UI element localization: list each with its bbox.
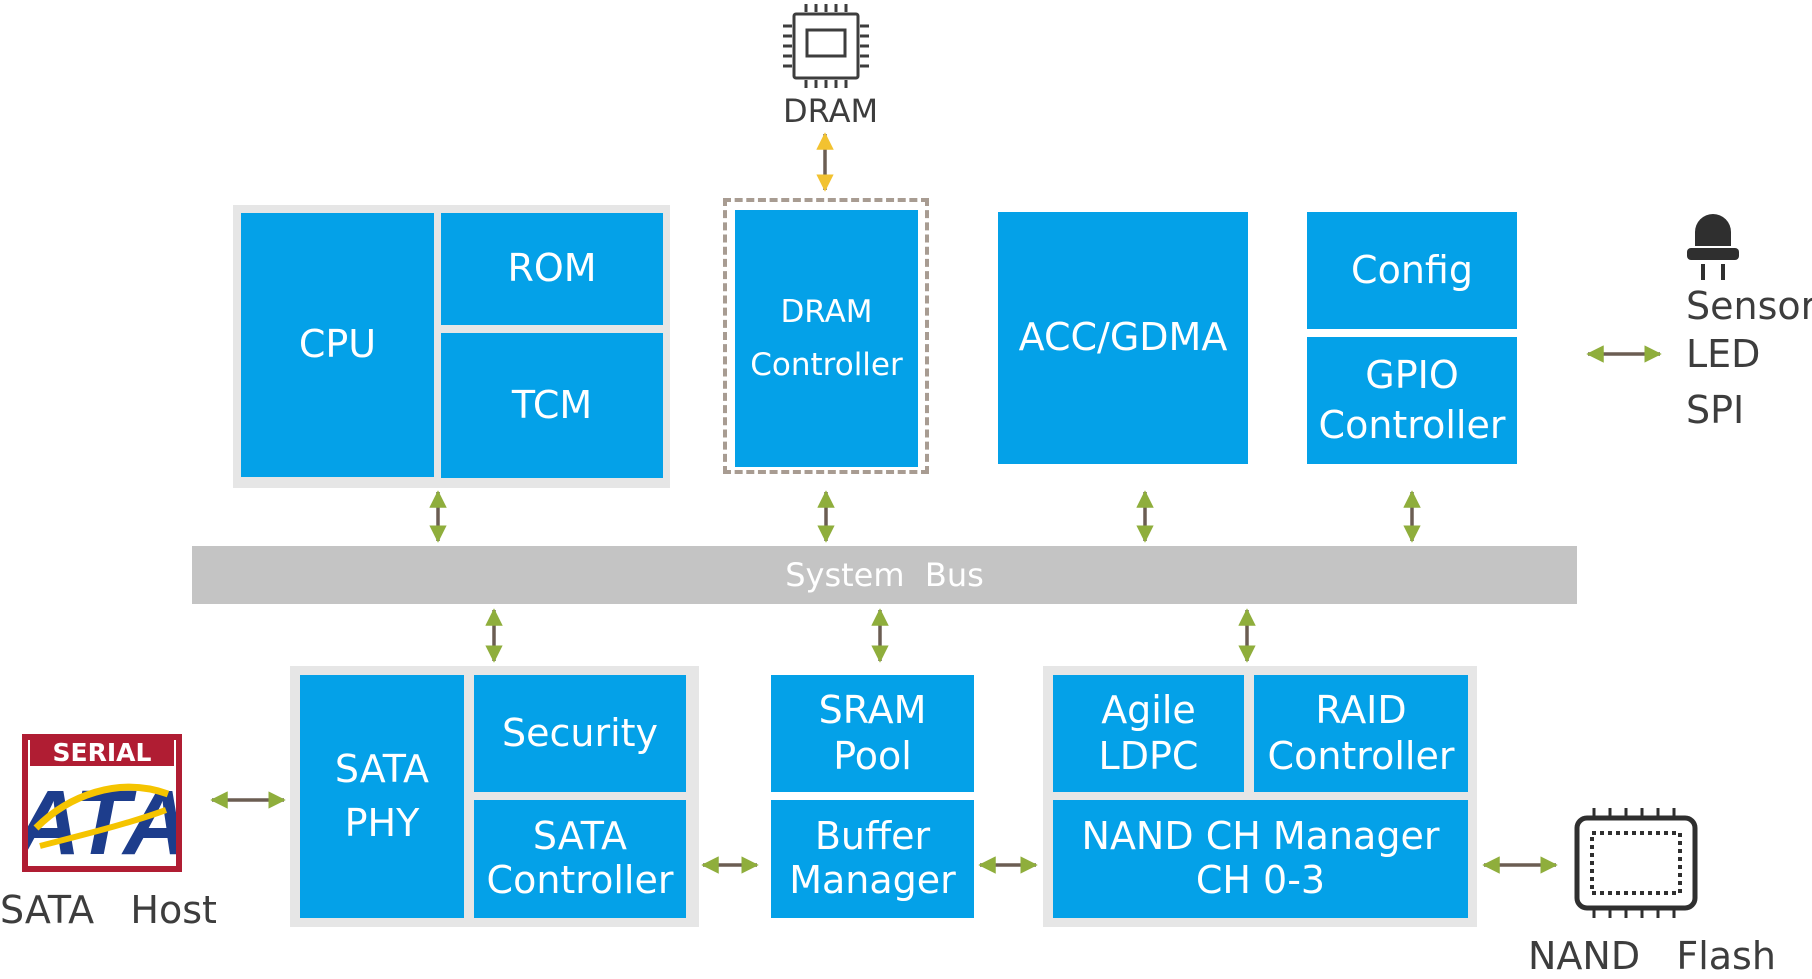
tcm-block: TCM xyxy=(441,333,663,478)
system-bus: System Bus xyxy=(192,546,1577,604)
cpu-block: CPU xyxy=(241,213,434,477)
serial-ata-logo: SERIAL ATA xyxy=(22,734,182,872)
nand-flash-label: NAND Flash xyxy=(1528,934,1776,978)
rom-block: ROM xyxy=(441,213,663,325)
config-block: Config xyxy=(1307,212,1517,329)
dram-chip-icon xyxy=(783,4,869,88)
peripheral-spi: SPI xyxy=(1686,388,1745,432)
peripheral-sensor: Sensor xyxy=(1686,284,1812,328)
peripheral-led: LED xyxy=(1686,332,1761,376)
dram-label: DRAM xyxy=(783,92,879,130)
security-block: Security xyxy=(474,675,686,792)
nand-flash-icon xyxy=(1574,808,1698,918)
dram-controller-outline xyxy=(723,198,929,474)
sata-host-label: SATA Host xyxy=(0,888,217,932)
acc-gdma-block: ACC/GDMA xyxy=(998,212,1248,464)
sensor-icon xyxy=(1687,214,1739,280)
